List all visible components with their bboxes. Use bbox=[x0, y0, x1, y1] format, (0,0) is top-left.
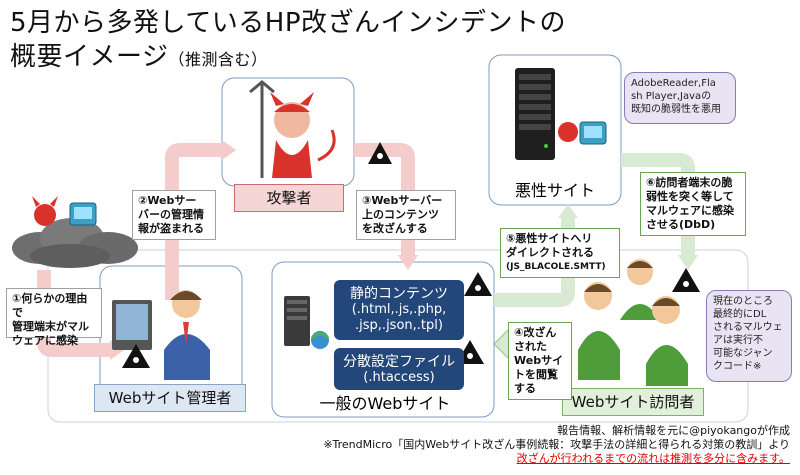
arrow-admin-to-attacker bbox=[165, 143, 222, 300]
arrow-head-malicious-to-visitor bbox=[678, 255, 698, 270]
junk-code-bubble: 現在のところ 最終的にDL されるマルウェ アは実行不 可能なジャン クコード※ bbox=[706, 290, 792, 382]
site-visitors-label: Webサイト訪問者 bbox=[562, 388, 704, 416]
server-devil-icon bbox=[558, 121, 607, 145]
footer-warning: 改ざんが行われるまでの流れは推測を多分に含みます。 bbox=[516, 452, 790, 465]
warning-icon bbox=[122, 344, 150, 368]
attacker-devil-icon bbox=[249, 80, 336, 178]
site-admin-label: Webサイト管理者 bbox=[94, 384, 246, 412]
malicious-site-label: 悪性サイト bbox=[514, 181, 595, 200]
warning-icon bbox=[368, 142, 392, 164]
step5-note: ⑤悪性サイトへリ ダイレクトされる (JS_BLACOLE.SMTT) bbox=[500, 228, 620, 278]
step6-note: ⑥訪問者端末の脆 弱性を突く等して マルウェアに感染 させる(DbD) bbox=[640, 172, 746, 236]
general-site-label: 一般のWebサイト bbox=[319, 394, 451, 413]
footer-credit: 報告情報、解析情報を元に@piyokangoが作成 bbox=[557, 424, 790, 437]
arrow-site-to-malicious bbox=[494, 218, 575, 307]
title-line1: 5月から多発しているHP改ざんインシデントの bbox=[10, 8, 566, 38]
infection-cloud-icon bbox=[12, 218, 138, 268]
cloud-devil-icon bbox=[32, 196, 97, 226]
vulnerability-bubble: AdobeReader,Fla sh Player,Javaの 既知の脆弱性を悪… bbox=[624, 72, 736, 124]
arrow-infection-to-admin bbox=[37, 270, 110, 357]
warning-icon bbox=[672, 268, 700, 292]
arrow-malicious-to-visitor bbox=[621, 153, 695, 255]
arrow-attacker-to-site bbox=[354, 143, 415, 255]
web-server-icon bbox=[284, 296, 330, 349]
site-admin-icon bbox=[112, 290, 210, 380]
step2-note: ②Webサー バーの管理情 報が盗まれる bbox=[132, 190, 216, 240]
footer-source: ※TrendMicro「国内Webサイト改ざん事例続報：攻撃手法の詳細と得られる… bbox=[323, 438, 790, 451]
static-content-box: 静的コンテンツ (.html,.js,.php, .jsp,.json,.tpl… bbox=[334, 280, 464, 340]
step3-note: ③Webサーバー 上のコンテンツ を改ざんする bbox=[356, 190, 456, 240]
server-icon bbox=[515, 68, 555, 160]
arrow-head-admin-to-attacker bbox=[222, 140, 236, 160]
title-line2: 概要イメージ bbox=[10, 42, 169, 72]
warning-icon bbox=[464, 272, 492, 296]
site-visitors-icon bbox=[578, 259, 688, 386]
step1-note: ①何らかの理由で 管理端末がマル ウェアに感染 bbox=[6, 288, 102, 347]
step4-note: ④改ざん された Webサイ トを閲覧 する bbox=[508, 322, 572, 400]
diagram-title: 5月から多発しているHP改ざんインシデントの 概要イメージ（推測含む） bbox=[10, 6, 566, 77]
arrow-head-site-to-malicious bbox=[558, 204, 578, 218]
arrow-head-attacker-to-site bbox=[398, 255, 418, 270]
footer: 報告情報、解析情報を元に@piyokangoが作成 ※TrendMicro「国内… bbox=[250, 424, 790, 466]
title-note: （推測含む） bbox=[168, 50, 268, 69]
attacker-label: 攻撃者 bbox=[234, 184, 344, 212]
config-file-box: 分散設定ファイル (.htaccess) bbox=[334, 348, 464, 390]
